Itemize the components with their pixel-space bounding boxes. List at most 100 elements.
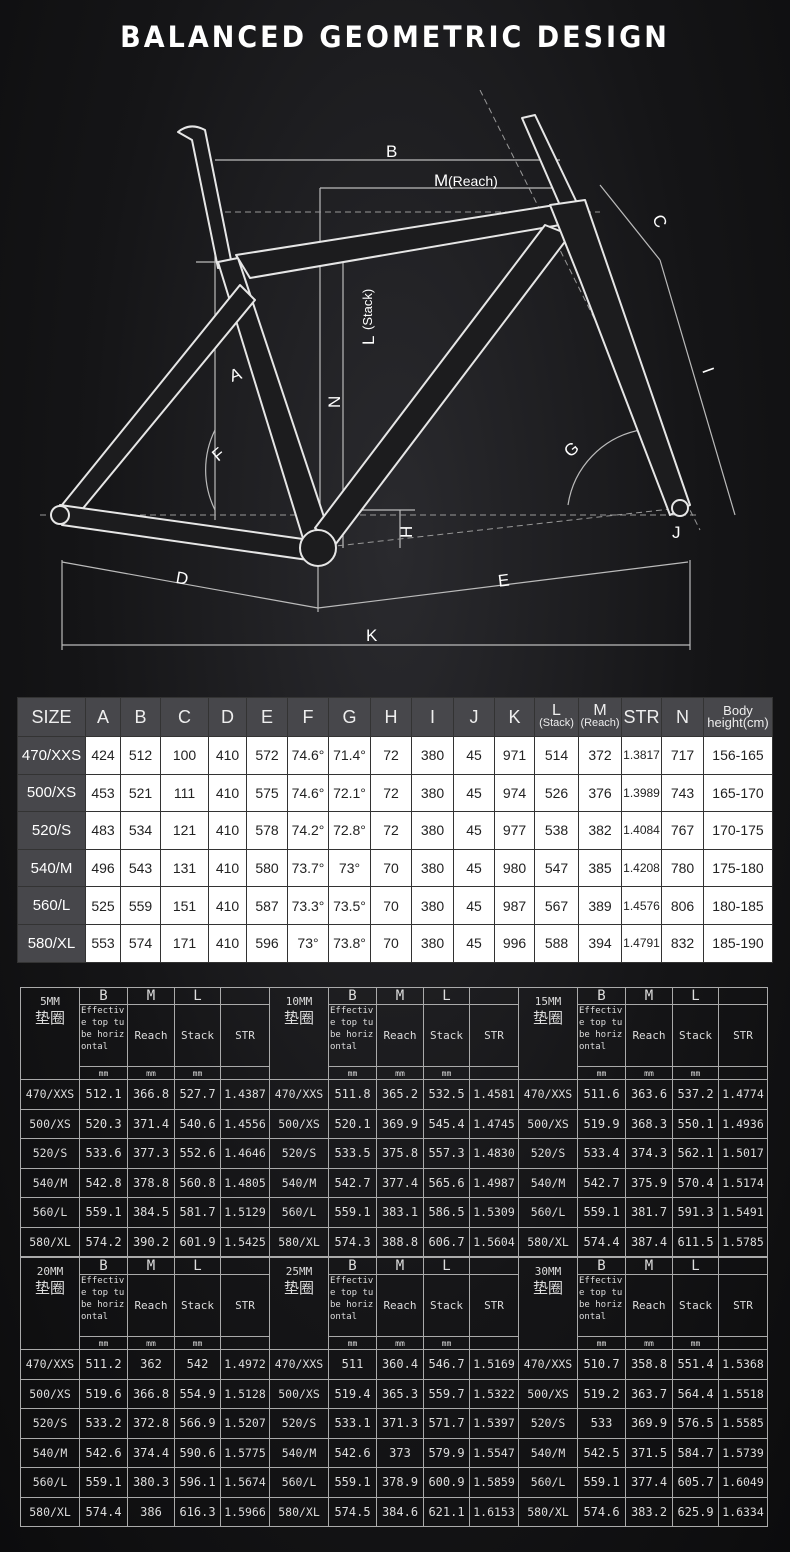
angle-arc-g (567, 429, 641, 506)
column-unit: mm (328, 1336, 377, 1350)
table-cell: 514 (534, 736, 579, 775)
column-label: Reach (127, 1274, 175, 1337)
table-cell: 574.4 (79, 1496, 128, 1527)
seat-stay (61, 284, 256, 513)
table-cell: 559 (120, 886, 161, 925)
table-cell: 1.5491 (718, 1197, 768, 1228)
table-cell: 534 (120, 811, 161, 850)
table-cell: 533.5 (328, 1138, 377, 1169)
table-cell: 538 (534, 811, 579, 850)
table-cell: 45 (453, 886, 495, 925)
column-unit: mm (127, 1066, 175, 1080)
label-k: K (366, 626, 378, 645)
dim-line-i (659, 259, 736, 516)
column-letter: M (625, 1257, 673, 1275)
spacer-label: 垫圈 (283, 1009, 314, 1027)
table-cell: 45 (453, 811, 495, 850)
size-cell: 580/XL (20, 1226, 80, 1257)
table-cell: 559.1 (577, 1467, 626, 1498)
column-unit (718, 1066, 768, 1080)
label-d: D (174, 568, 189, 589)
size-cell: 560/L (17, 886, 86, 925)
table-cell: 371.4 (127, 1108, 175, 1139)
table-cell: 550.1 (672, 1108, 719, 1139)
label-b: B (386, 142, 397, 161)
table-cell: 1.4387 (220, 1079, 270, 1110)
size-cell: 520/S (518, 1408, 578, 1439)
table-cell: 562.1 (672, 1138, 719, 1169)
label-l-sub: (Stack) (360, 289, 375, 330)
table-cell: 533.6 (79, 1138, 128, 1169)
table-cell: 511.8 (328, 1079, 377, 1110)
size-cell: 560/L (269, 1467, 329, 1498)
table-cell: 542.5 (577, 1437, 626, 1468)
table-cell: 151 (160, 886, 209, 925)
table-cell: 574.2 (79, 1226, 128, 1257)
top-tube (235, 204, 561, 279)
frame-geometry-diagram: B M (Reach) L (Stack) N A C I F G H J D … (40, 90, 736, 650)
table-cell: 380 (411, 848, 454, 888)
table-cell: 521 (120, 773, 161, 813)
table-cell: 545.4 (423, 1108, 470, 1139)
table-cell: 381.7 (625, 1197, 673, 1228)
table-cell: 574 (120, 923, 161, 963)
column-header: L(Stack) (534, 697, 579, 737)
column-label: Stack (174, 1004, 221, 1067)
spacer-size: 25MM (285, 1265, 313, 1278)
label-m: M (434, 171, 448, 190)
table-cell: 559.1 (577, 1197, 626, 1228)
table-cell: 552.6 (174, 1138, 221, 1169)
table-cell: 1.4936 (718, 1108, 768, 1139)
column-letter: L (174, 987, 221, 1005)
table-cell: 1.5674 (220, 1467, 270, 1498)
label-f: F (208, 444, 228, 465)
table-cell: 371.3 (376, 1408, 424, 1439)
table-cell: 621.1 (423, 1496, 470, 1527)
table-cell: 559.1 (79, 1467, 128, 1498)
table-cell: 717 (661, 736, 704, 775)
column-label: STR (469, 1004, 519, 1067)
label-m-sub: (Reach) (448, 173, 498, 189)
table-cell: 410 (208, 848, 247, 888)
column-letter: B (577, 987, 626, 1005)
table-cell: 362 (127, 1349, 175, 1380)
table-cell: 1.4581 (469, 1079, 519, 1110)
rear-dropout (50, 505, 70, 525)
table-cell: 1.5604 (469, 1226, 519, 1257)
column-unit: mm (672, 1066, 719, 1080)
label-j: J (672, 523, 681, 542)
table-cell: 574.3 (328, 1226, 377, 1257)
table-cell: 1.4774 (718, 1079, 768, 1110)
table-cell: 520.1 (328, 1108, 377, 1139)
column-label: Effective top tube horizontal (577, 1004, 626, 1067)
column-label: Stack (423, 1004, 470, 1067)
table-cell: 368.3 (625, 1108, 673, 1139)
table-cell: 1.4646 (220, 1138, 270, 1169)
table-cell: 45 (453, 923, 495, 963)
table-cell: 581.7 (174, 1197, 221, 1228)
table-cell: 574.4 (577, 1226, 626, 1257)
column-header-main: L (552, 702, 561, 719)
table-cell: 575 (246, 773, 288, 813)
table-cell: 510.7 (577, 1349, 626, 1380)
table-cell: 579.9 (423, 1437, 470, 1468)
table-cell: 1.5775 (220, 1437, 270, 1468)
dim-line-d (61, 561, 319, 609)
table-cell: 586.5 (423, 1197, 470, 1228)
size-cell: 540/M (269, 1437, 329, 1468)
table-cell: 542.8 (79, 1167, 128, 1198)
table-cell: 567 (534, 886, 579, 925)
spacer-size: 15MM (534, 995, 562, 1008)
spacer-label: 垫圈 (532, 1279, 563, 1297)
table-cell: 570.4 (672, 1167, 719, 1198)
